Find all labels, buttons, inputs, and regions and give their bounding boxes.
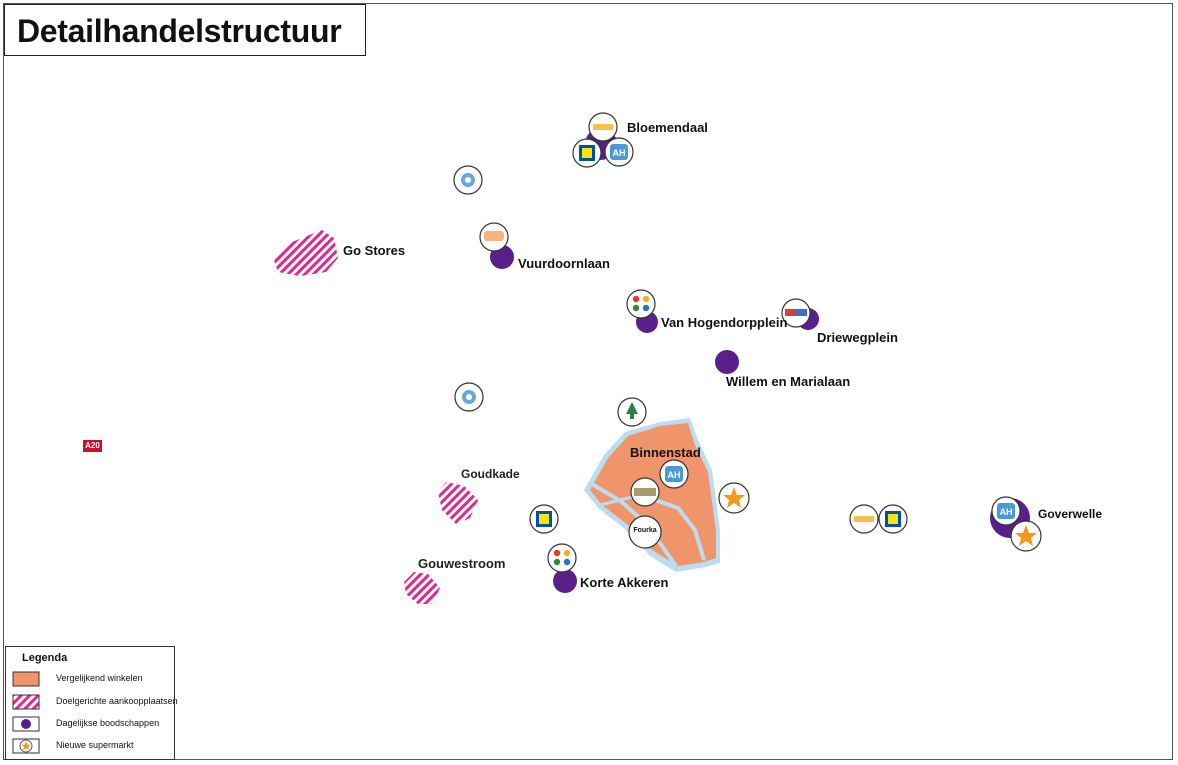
store-logo-icon[interactable]: [588, 112, 618, 142]
albert-heijn-logo-icon[interactable]: AH: [991, 496, 1021, 526]
new-supermarket-star-icon[interactable]: [718, 482, 750, 514]
svg-text:AH: AH: [668, 470, 681, 480]
legend-label: Doelgerichte aankoopplaatsen: [56, 696, 178, 706]
fourka-label: Fourka: [633, 527, 657, 534]
label-binnenstad: Binnenstad: [630, 445, 701, 460]
legend-item-comparison-shopping: Vergelijkend winkelen: [12, 669, 172, 689]
albert-heijn-logo-icon[interactable]: AH: [604, 137, 634, 167]
label-bloemendaal: Bloemendaal: [627, 120, 708, 135]
store-logo-icon[interactable]: [626, 289, 656, 319]
legend-label: Vergelijkend winkelen: [56, 673, 143, 683]
willem-en-marialaan-dot[interactable]: [715, 350, 739, 374]
label-willem-en-marialaan: Willem en Marialaan: [726, 374, 851, 389]
store-logo-icon[interactable]: [849, 504, 879, 534]
legend-item-targeted-shopping: Doelgerichte aankoopplaatsen: [12, 692, 178, 712]
lidl-logo-icon[interactable]: [878, 504, 908, 534]
legend-label: Dagelijkse boodschappen: [56, 718, 160, 728]
fourka-logo-icon[interactable]: [628, 515, 662, 549]
legend: Legenda Vergelijkend winkelen Doelgerich…: [5, 646, 178, 760]
label-goverwelle: Goverwelle: [1038, 507, 1103, 521]
pink-hatch-icon: [12, 694, 40, 710]
albert-heijn-logo-icon[interactable]: AH: [659, 459, 689, 489]
svg-text:AH: AH: [613, 148, 626, 158]
map-frame: [3, 3, 1173, 760]
goudkade-area[interactable]: [438, 482, 478, 524]
new-supermarket-star-icon[interactable]: [1010, 520, 1042, 552]
label-van-hogendorpplein: Van Hogendorpplein: [661, 315, 788, 330]
legend-item-daily-groceries: Dagelijkse boodschappen: [12, 714, 172, 734]
label-gouwestroom: Gouwestroom: [418, 556, 506, 571]
lidl-logo-icon[interactable]: [572, 138, 602, 168]
svg-text:AH: AH: [1000, 507, 1013, 517]
store-logo-icon[interactable]: [781, 298, 811, 328]
store-logo-icon[interactable]: [547, 543, 577, 573]
label-driewegplein: Driewegplein: [817, 330, 898, 345]
store-logo-icon[interactable]: [454, 382, 484, 412]
legend-item-new-supermarket: Nieuwe supermarkt: [12, 736, 172, 756]
store-logo-icon[interactable]: [630, 477, 660, 507]
highway-shield: A20: [83, 440, 102, 452]
legend-label: Nieuwe supermarkt: [56, 740, 134, 750]
gouwestroom-area[interactable]: [404, 572, 440, 604]
store-logo-icon[interactable]: [453, 165, 483, 195]
title-box: Detailhandelstructuur: [4, 4, 366, 56]
label-vuurdoornlaan: Vuurdoornlaan: [518, 256, 610, 271]
korte-akkeren-dot[interactable]: [553, 569, 577, 593]
legend-title: Legenda: [22, 652, 68, 664]
purple-dot-icon: [12, 716, 40, 732]
label-korte-akkeren: Korte Akkeren: [580, 575, 669, 590]
star-icon: [12, 738, 40, 754]
go-stores-area[interactable]: [274, 230, 338, 276]
store-logo-icon[interactable]: [479, 222, 509, 252]
lidl-logo-icon[interactable]: [529, 504, 559, 534]
store-logo-icon[interactable]: [617, 397, 647, 427]
map-title: Detailhandelstructuur: [17, 13, 342, 49]
label-go-stores: Go Stores: [343, 243, 406, 258]
label-goudkade: Goudkade: [461, 467, 520, 481]
orange-area-icon: [12, 671, 40, 687]
